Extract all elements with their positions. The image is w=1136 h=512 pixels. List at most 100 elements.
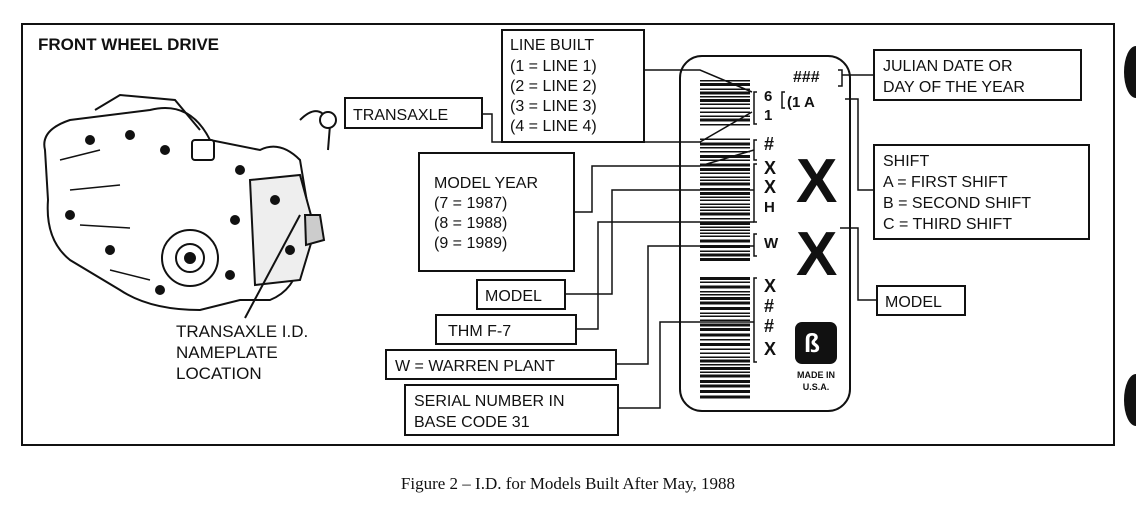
outer-frame [21,23,1115,446]
plate-char: W [764,235,779,252]
barcode-bar [700,232,750,234]
barcode-bar [700,395,750,399]
leader-serial [618,321,754,409]
julian-box [873,49,1082,101]
barcode-bar [700,367,750,370]
barcode-bar [700,176,750,178]
barcode-bar [700,235,750,237]
line-built-2: (2 = LINE 2) [510,78,597,95]
plate-usa: U.S.A. [803,382,830,392]
model-year-title: MODEL YEAR [434,175,538,192]
plate-one: 1 [764,107,772,124]
plate-char: X [764,276,776,296]
barcode-bar [700,226,750,228]
line-built-4: (4 = LINE 4) [510,118,597,135]
barcode-bar [700,159,750,161]
location-leader [244,214,301,319]
barcode-bar [700,359,750,363]
transaxle-illustration [43,93,337,312]
barcode-bar [700,380,750,383]
location-label-line3: LOCATION [176,364,262,383]
barcode-bar [700,192,750,195]
leader-warren [616,245,754,365]
leader-model-year [574,149,755,213]
barcode-bar [700,352,750,354]
barcode-bar [700,258,750,261]
barcode-bar [700,374,750,378]
leader-transaxle [482,111,753,143]
barcode-bar [700,168,750,171]
barcode-bar [700,118,750,122]
line-built-box [501,29,645,143]
barcode-bar [700,163,750,167]
transaxle-box [344,97,483,129]
warren-label: W = WARREN PLANT [395,358,555,375]
barcode-bar [700,99,750,102]
julian-line1: JULIAN DATE OR [883,58,1013,75]
barcode-bar [700,301,750,305]
shift-c: C = THIRD SHIFT [883,216,1012,233]
barcode-bar [700,179,750,181]
leader-model-right [840,227,877,301]
model-year-box [418,152,575,272]
barcode-bar [700,328,750,331]
barcode-bar [700,115,750,117]
barcode-bar [700,319,750,321]
barcode-bar [700,356,750,358]
julian-line2: DAY OF THE YEAR [883,79,1025,96]
plate-julian-code: ### [793,69,820,86]
leader-shift [845,98,874,191]
shift-title: SHIFT [883,153,929,170]
barcode-bar [700,151,750,153]
barcode-bar [700,182,750,186]
plate-char: # [764,296,774,316]
line-built-3: (3 = LINE 3) [510,98,597,115]
barcode-bar [700,222,750,225]
barcode-bar [700,291,750,293]
thm-box [435,314,577,345]
shift-b: B = SECOND SHIFT [883,195,1031,212]
serial-box [404,384,619,436]
barcode-bar [700,307,750,310]
plate-six: 6 [764,88,772,105]
barcode-bar [700,218,750,220]
barcode-bar [700,285,750,289]
barcode-bar [700,250,750,252]
barcode-bar [700,323,750,327]
plate-char: # [764,316,774,336]
barcode-bar [700,343,750,346]
barcode-bar [700,229,750,231]
thm-label: THM F-7 [448,323,511,340]
model-right-box [876,285,966,316]
plate-char: H [764,199,775,216]
barcode-bar [700,253,750,257]
barcode-bar [700,199,750,201]
leader-model-left [565,189,754,295]
barcode-bar [700,277,750,280]
edge-mark-top [1124,46,1136,98]
plate-brackets [753,69,843,363]
panel-heading: FRONT WHEEL DRIVE [38,35,219,54]
barcode-bar [700,364,750,366]
barcode-bar [700,348,750,350]
barcode-bar [700,203,750,205]
barcode-bar [700,212,750,216]
line-built-title: LINE BUILT [510,37,594,54]
model-year-8: (8 = 1988) [434,215,507,232]
serial-line1: SERIAL NUMBER IN [414,393,565,410]
barcode-bar [700,196,750,198]
plate-big-x-bottom: X [796,220,837,289]
barcode-bar [700,91,750,95]
barcode-bar [700,390,750,393]
location-label-line2: NAMEPLATE [176,343,278,362]
leader-thm [576,221,754,330]
barcode-bar [700,206,750,208]
barcode-bar [700,111,750,113]
shift-box [873,144,1090,240]
barcode-bar [700,155,750,158]
barcode-bar [700,333,750,337]
barcode-bar [700,124,750,126]
leader-line-built [644,69,753,93]
barcode-bar [700,239,750,243]
